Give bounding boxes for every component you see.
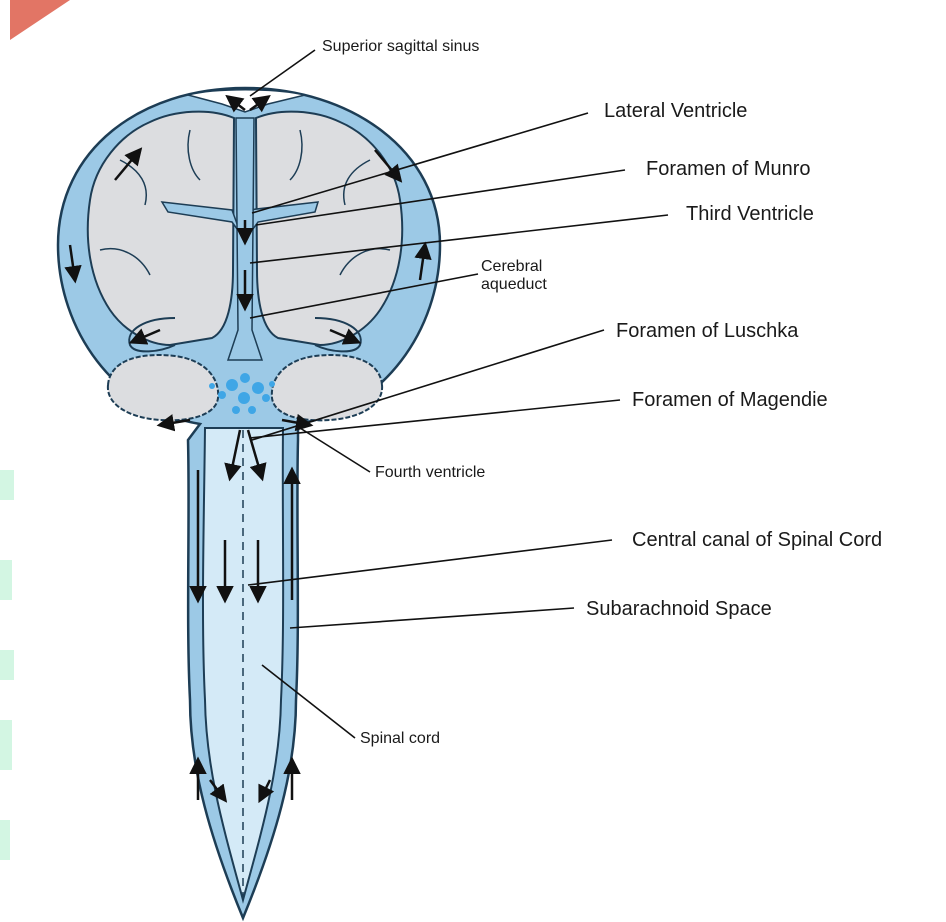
label-lateral-ventricle: Lateral Ventricle — [604, 100, 747, 123]
label-foramen-of-munro: Foramen of Munro — [646, 158, 811, 181]
left-cerebellum — [108, 355, 218, 420]
label-foramen-of-magendie: Foramen of Magendie — [632, 389, 828, 412]
right-cerebellum — [272, 355, 382, 420]
label-central-canal: Central canal of Spinal Cord — [632, 529, 882, 552]
label-foramen-of-luschka: Foramen of Luschka — [616, 320, 798, 343]
corner-accent — [10, 0, 70, 40]
label-spinal-cord: Spinal cord — [360, 730, 440, 748]
label-cerebral-aqueduct-line2: aqueduct — [481, 276, 547, 294]
label-superior-sagittal-sinus: Superior sagittal sinus — [322, 38, 479, 56]
label-third-ventricle: Third Ventricle — [686, 203, 814, 226]
label-fourth-ventricle: Fourth ventricle — [375, 464, 485, 482]
label-subarachnoid-space: Subarachnoid Space — [586, 598, 772, 621]
left-edge-stripes — [0, 470, 14, 860]
label-cerebral-aqueduct-line1: Cerebral — [481, 258, 542, 276]
